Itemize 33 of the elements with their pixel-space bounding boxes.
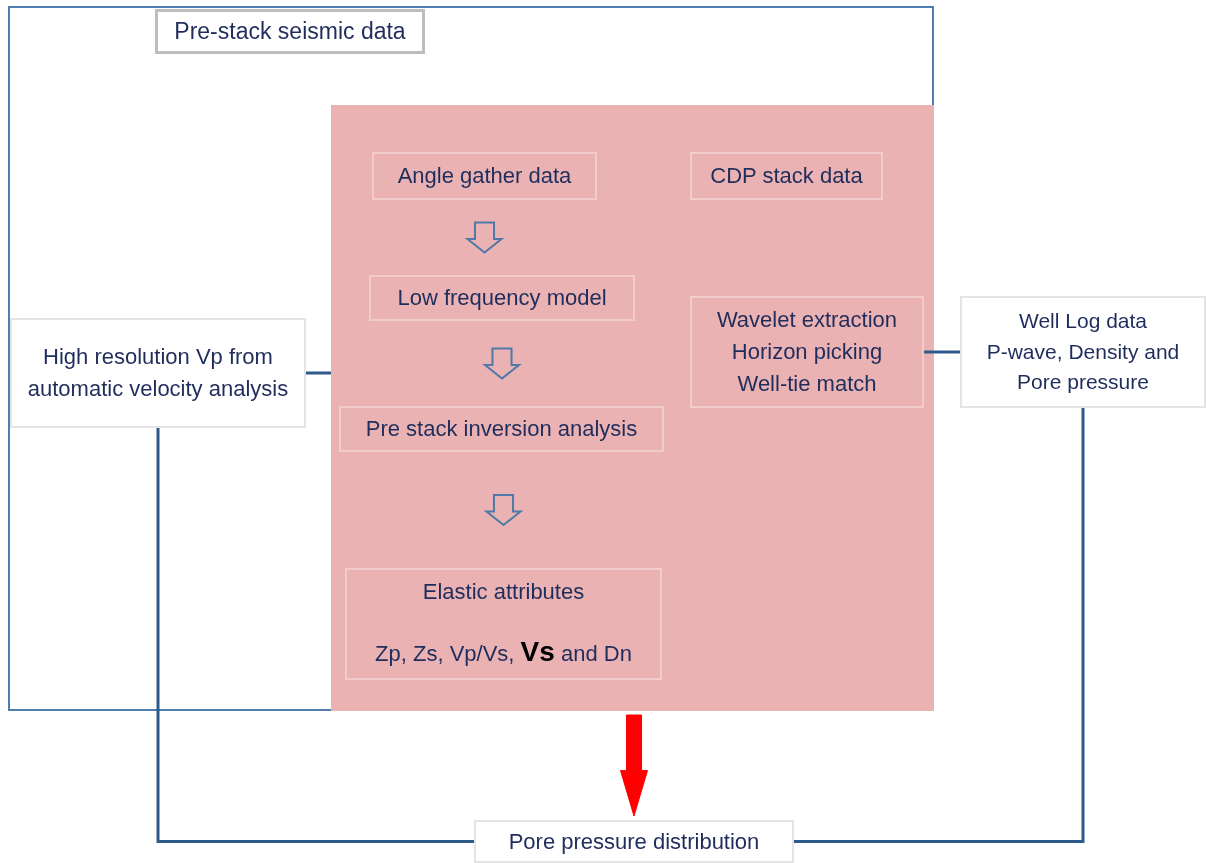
connector-line — [306, 371, 331, 375]
connector-line — [924, 350, 960, 354]
connector-line — [156, 428, 474, 843]
hollow-arrow — [464, 221, 505, 254]
process-box — [690, 152, 883, 200]
node-text: Well-tie match — [737, 369, 877, 398]
hollow-arrow — [482, 347, 522, 380]
block-arrow — [620, 714, 648, 817]
node-text: P-wave, Density and Pore pressure — [985, 338, 1181, 396]
process-box — [369, 275, 635, 321]
group-panel — [331, 105, 934, 711]
node-text: CDP stack data — [710, 162, 863, 191]
node-text: Pore pressure distribution — [508, 827, 760, 856]
node-text: Elastic attributes — [422, 577, 585, 606]
node-text: Pre stack inversion analysis — [365, 415, 638, 444]
process-box — [960, 296, 1206, 408]
process-box — [474, 820, 794, 863]
process-box — [345, 568, 662, 680]
node-text: High resolution Vp from automatic velocity analysis — [26, 343, 290, 403]
node-text: Well Log data — [1019, 308, 1147, 335]
node-text: Wavelet extraction — [716, 306, 898, 335]
connector-line — [794, 408, 1085, 843]
process-box — [372, 152, 597, 200]
node-text: Zp, Zs, Vp/Vs, Vs and Dn — [375, 634, 632, 669]
node-text: Angle gather data — [397, 162, 572, 191]
process-box — [690, 296, 924, 408]
group-frame — [8, 6, 934, 711]
process-box — [339, 406, 664, 452]
process-box — [10, 318, 306, 428]
hollow-arrow — [483, 494, 524, 527]
node-text: Horizon picking — [731, 338, 883, 367]
node-text: Low frequency model — [397, 284, 607, 313]
frame-heading: Pre-stack seismic data — [155, 9, 425, 54]
